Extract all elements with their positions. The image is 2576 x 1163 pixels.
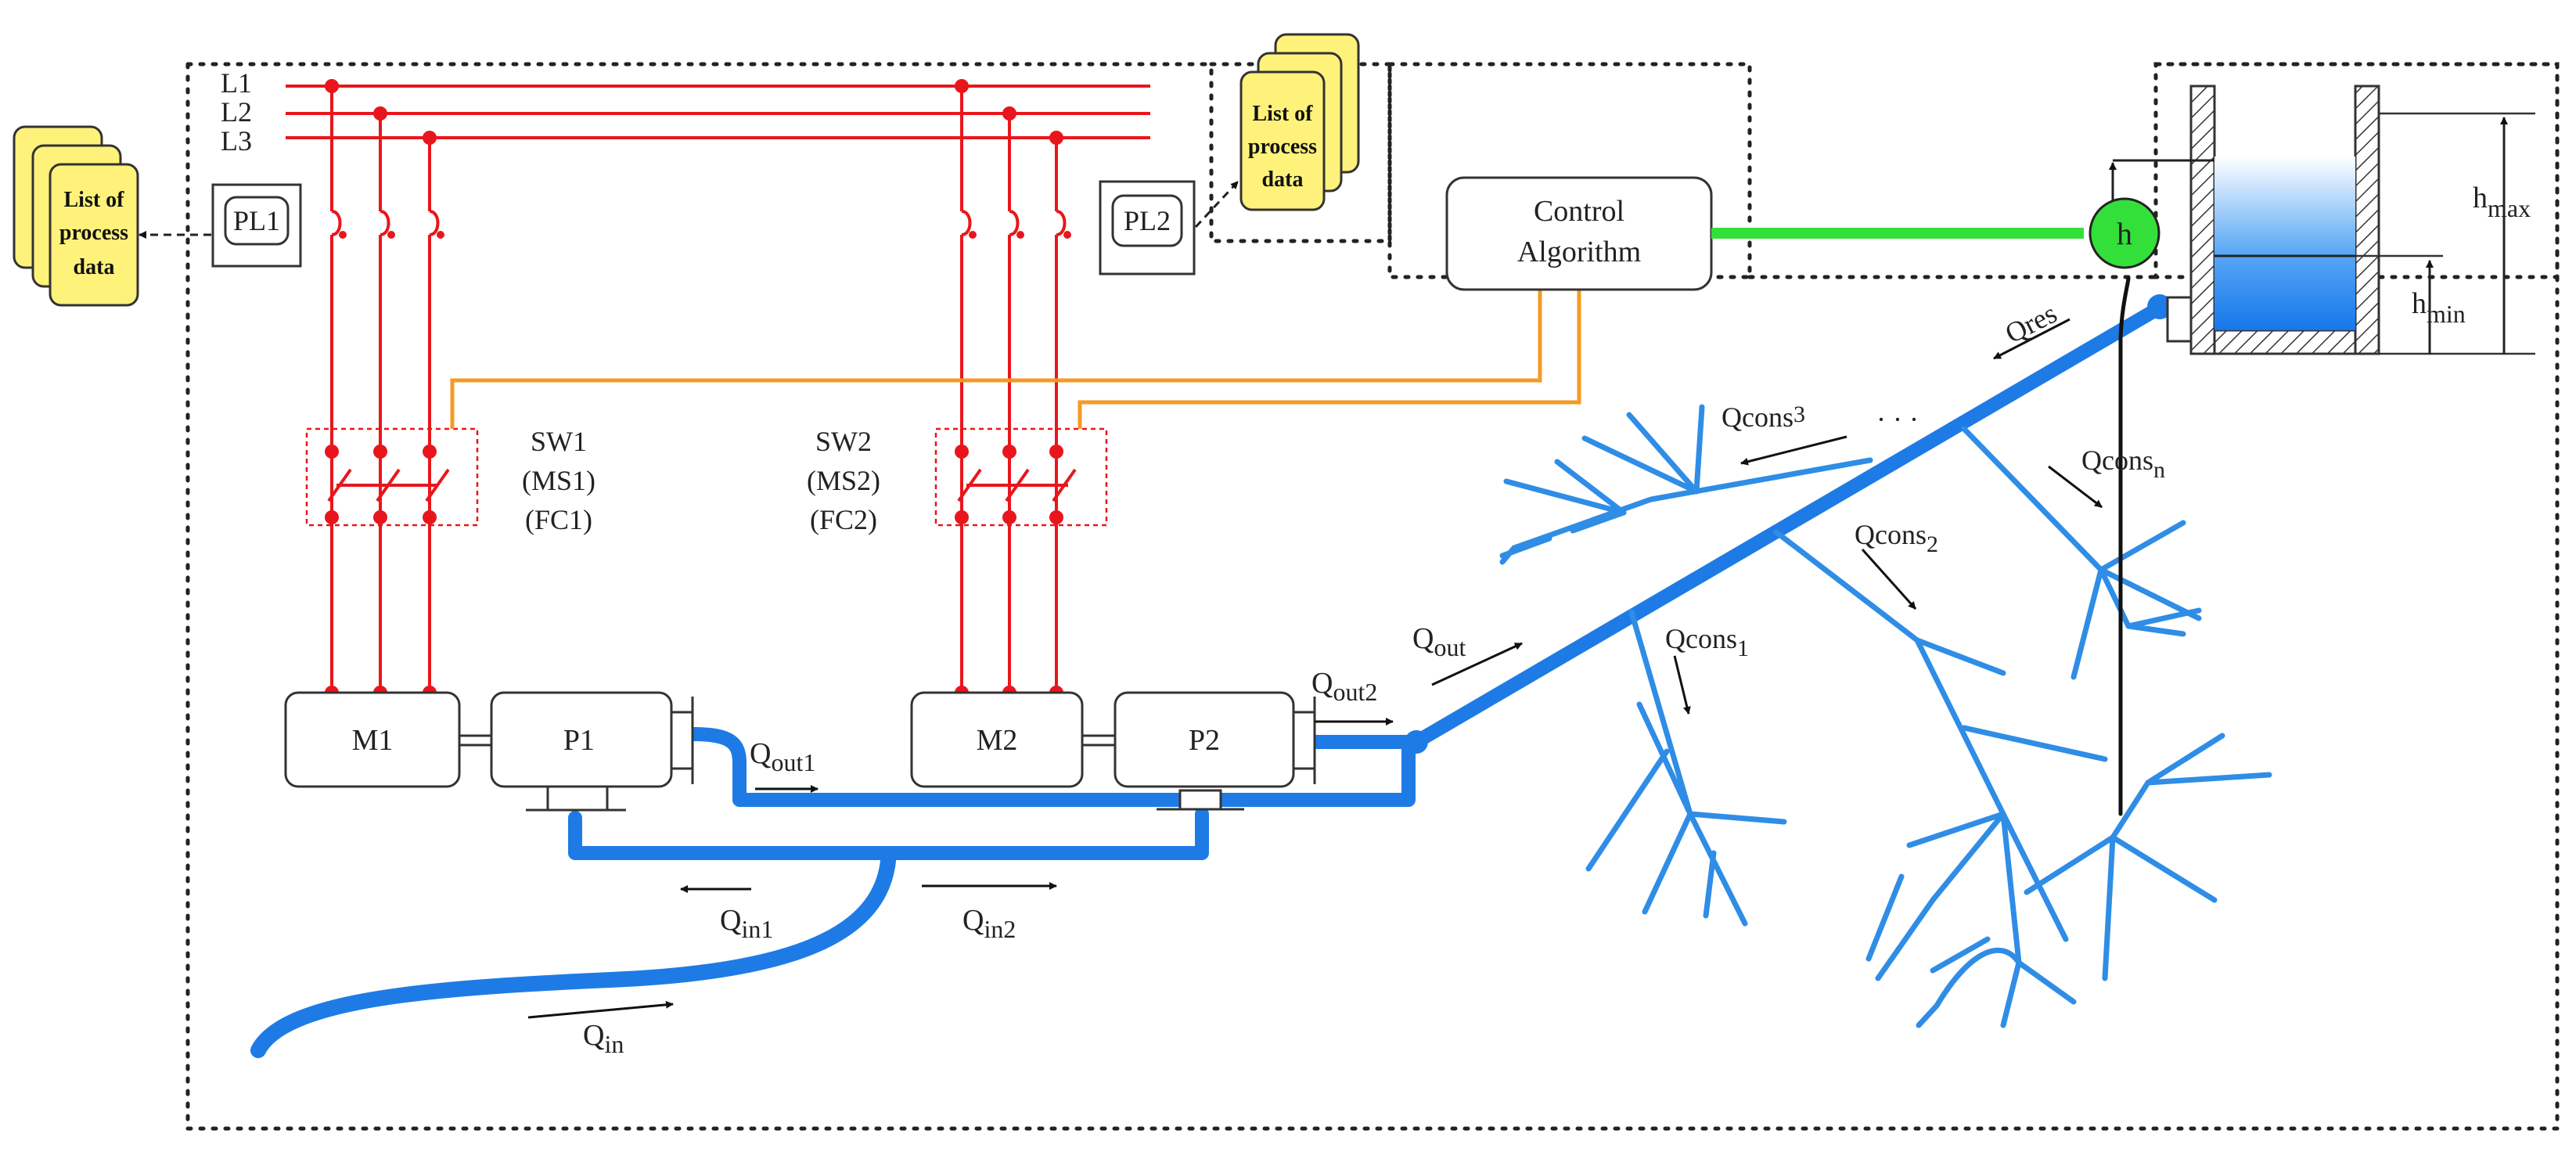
- fuse-markers: [339, 231, 1071, 239]
- switch2-label-line3: (FC2): [810, 504, 877, 535]
- qcons2-sub: 2: [1927, 531, 1938, 557]
- hmin-label: hmin: [2412, 287, 2466, 328]
- hmax-base: h: [2473, 182, 2488, 214]
- pump1-label: P1: [563, 724, 595, 757]
- qout-base: Q: [1412, 622, 1434, 655]
- plc2-unit[interactable]: PL2: [1099, 180, 1196, 275]
- tank-water: [2214, 157, 2355, 330]
- qout2-base: Q: [1311, 667, 1333, 700]
- qin2-label: Qin2: [962, 904, 1016, 943]
- doc-left-line1: List of: [64, 188, 125, 212]
- qin2-sub: in2: [984, 915, 1016, 943]
- consumer-branches: [1499, 276, 2272, 1028]
- control-algorithm-label-line1: Control: [1534, 195, 1624, 228]
- plc1-unit[interactable]: PL1: [211, 183, 302, 268]
- power-bus: [286, 85, 1150, 139]
- qcons3-base: Qcons: [1722, 401, 1793, 433]
- pump1[interactable]: P1: [490, 691, 694, 812]
- motor1-label: M1: [352, 724, 394, 757]
- qcons1-label: Qcons1: [1665, 623, 1749, 661]
- switch1-box: [305, 427, 479, 527]
- doc-left-line2: process: [59, 221, 128, 245]
- qout-sub: out: [1434, 633, 1466, 661]
- plc2-to-doc-arrow: [1194, 180, 1239, 229]
- pump2-label: P2: [1189, 724, 1220, 757]
- suction-manifold: [568, 807, 1209, 860]
- qout-label: Qout: [1412, 622, 1466, 661]
- switch1-label: SW1 (MS1) (FC1): [522, 426, 595, 535]
- motor2[interactable]: M2: [910, 691, 1084, 788]
- qin-base: Q: [583, 1019, 604, 1052]
- dotted-boundaries: [185, 62, 2560, 1131]
- switch2-label: SW2 (MS2) (FC2): [807, 426, 880, 535]
- switch2-box: [934, 427, 1108, 527]
- coupling1: [459, 734, 491, 747]
- motor2-feed-wires: [957, 86, 1077, 693]
- qcons2-base: Qcons: [1855, 519, 1927, 550]
- motor1-feed-wires: [327, 86, 450, 693]
- level-reference-lines: [2355, 112, 2535, 355]
- hmax-label: hmax: [2473, 182, 2531, 222]
- level-sensor-label: h: [2117, 216, 2132, 251]
- line-label-l3: L3: [221, 125, 252, 157]
- control-signal-lines: [450, 290, 1581, 429]
- qout1-base: Q: [750, 737, 771, 770]
- qin-label: Qin: [583, 1019, 624, 1058]
- level-sensor[interactable]: h: [2089, 197, 2160, 269]
- doc-right-line2: process: [1248, 135, 1317, 159]
- flow-arrows: [527, 318, 2103, 1019]
- qin-sub: in: [604, 1030, 624, 1058]
- wire-junctions: [325, 79, 1063, 700]
- switch1-label-line2: (MS1): [522, 465, 595, 496]
- qres-label: Qres: [2000, 297, 2062, 350]
- main-trunk: [1409, 303, 2163, 749]
- qconsn-sub: n: [2153, 457, 2165, 483]
- qin1-sub: in1: [741, 915, 773, 943]
- qcons2-label: Qcons2: [1855, 519, 1938, 557]
- discharge-pipe-p1: [685, 727, 1416, 807]
- qconsn-label: Qconsn: [2081, 445, 2165, 483]
- coupling2: [1082, 734, 1115, 747]
- switch1-label-line3: (FC1): [525, 504, 592, 535]
- line-label-l2: L2: [221, 96, 252, 128]
- qout2-sub: out2: [1333, 678, 1377, 706]
- motor2-label: M2: [977, 724, 1018, 757]
- plc2-label: PL2: [1124, 205, 1171, 236]
- consumer-ellipsis: · · ·: [1876, 404, 1919, 435]
- qout1-label: Qout1: [750, 737, 815, 776]
- hmin-sub: min: [2427, 300, 2466, 328]
- line-label-l1: L1: [221, 67, 252, 99]
- qcons1-sub: 1: [1737, 636, 1749, 661]
- hmax-sub: max: [2488, 194, 2531, 222]
- qout1-sub: out1: [771, 748, 815, 776]
- motor1[interactable]: M1: [284, 691, 461, 788]
- pump2[interactable]: P2: [1114, 691, 1316, 811]
- switch2-label-line1: SW2: [815, 426, 872, 457]
- doc-right-line3: data: [1262, 167, 1304, 192]
- intake-pipe: [250, 853, 896, 1058]
- qconsn-base: Qcons: [2081, 445, 2153, 476]
- doc-left-line3: data: [74, 255, 115, 279]
- switch1-label-line1: SW1: [531, 426, 587, 457]
- qin2-base: Q: [962, 904, 984, 937]
- control-algorithm-label-line2: Algorithm: [1517, 236, 1641, 268]
- qin1-base: Q: [720, 904, 741, 937]
- qcons1-base: Qcons: [1665, 623, 1737, 654]
- qout2-label: Qout2: [1311, 667, 1377, 706]
- plc1-label: PL1: [233, 205, 280, 236]
- doc-right-line1: List of: [1253, 102, 1314, 126]
- tank-inlet-junction: [2147, 294, 2172, 319]
- process-data-doc-right[interactable]: List of process data: [1239, 33, 1360, 211]
- qcons3-label: Qcons3: [1722, 401, 1805, 433]
- hmin-base: h: [2412, 287, 2427, 320]
- water-pipes: [250, 298, 2190, 1058]
- qcons3-sub: 3: [1793, 401, 1805, 427]
- qin1-label: Qin1: [720, 904, 773, 943]
- reservoir-tank[interactable]: [2166, 85, 2380, 355]
- process-data-doc-left[interactable]: List of process data: [13, 125, 139, 307]
- switch2-label-line2: (MS2): [807, 465, 880, 496]
- trunk-junction: [1405, 730, 1428, 754]
